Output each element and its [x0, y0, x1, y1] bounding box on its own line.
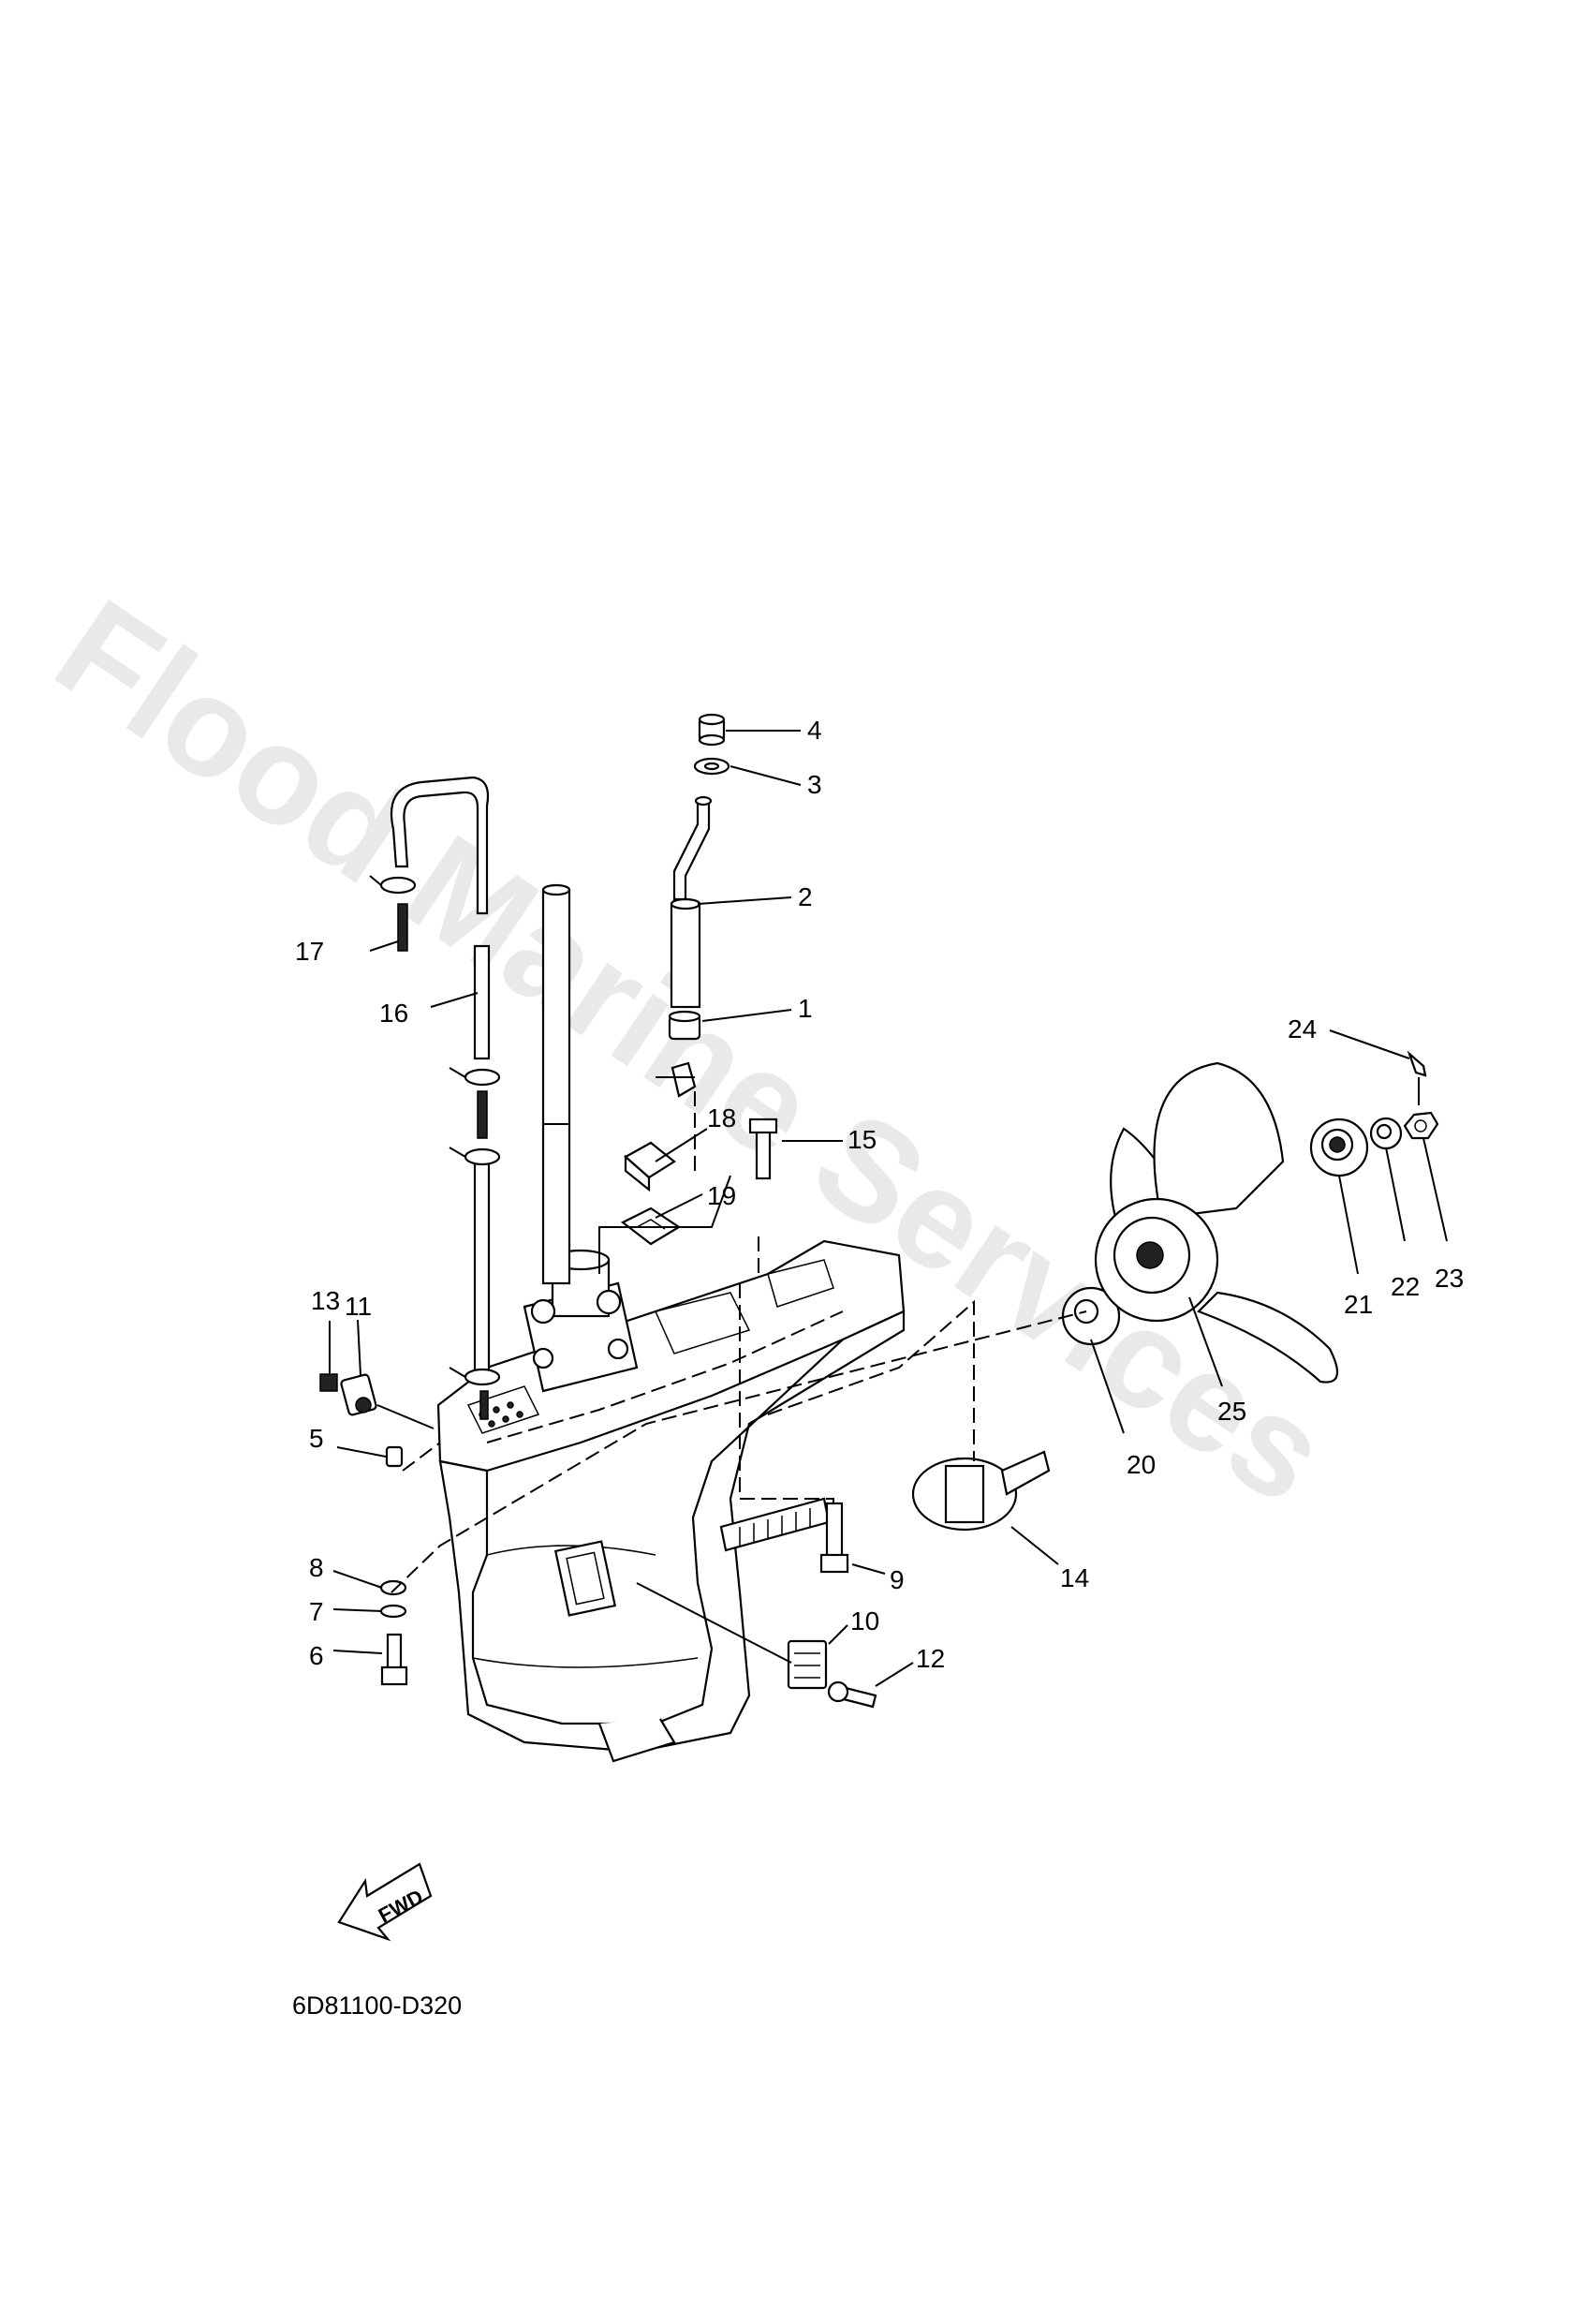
- hose-clamps: [369, 875, 501, 1420]
- callout-5: 5: [309, 1424, 324, 1453]
- callout-3: 3: [807, 770, 822, 799]
- water-hose: [390, 776, 491, 1384]
- callout-8: 8: [309, 1553, 324, 1582]
- water-pump-housing: [523, 1249, 639, 1393]
- callout-19: 19: [707, 1181, 736, 1210]
- callout-11: 11: [345, 1292, 372, 1321]
- callout-25: 25: [1217, 1397, 1246, 1426]
- callout-16: 16: [379, 999, 408, 1028]
- leader-lines: [329, 730, 1448, 1687]
- callout-14: 14: [1060, 1563, 1089, 1592]
- diagram-code: 6D81100-D320: [292, 1991, 462, 2020]
- lower-casing: [436, 1239, 906, 1763]
- callout-labels: 1 2 3 4 5 6 7 8 9 10 11 12 13 14 15 16 1…: [295, 716, 1464, 1673]
- fwd-direction-arrow: FWD: [337, 1862, 433, 1942]
- callout-18: 18: [707, 1103, 736, 1132]
- callout-15: 15: [847, 1125, 877, 1154]
- callout-1: 1: [798, 994, 813, 1023]
- callout-21: 21: [1344, 1290, 1373, 1319]
- callout-10: 10: [850, 1606, 879, 1636]
- callout-22: 22: [1391, 1272, 1420, 1301]
- callout-23: 23: [1435, 1264, 1464, 1293]
- callout-13: 13: [311, 1286, 340, 1315]
- callout-9: 9: [890, 1565, 905, 1594]
- callout-17: 17: [295, 937, 324, 966]
- propeller-assembly: [1061, 1050, 1439, 1384]
- fastener-parts: [319, 1118, 1051, 1709]
- callout-20: 20: [1127, 1450, 1156, 1479]
- water-tube-assembly: [668, 713, 730, 1098]
- drive-shaft: [541, 883, 571, 1285]
- callout-12: 12: [916, 1644, 945, 1673]
- callout-6: 6: [309, 1641, 324, 1670]
- callout-2: 2: [798, 882, 813, 911]
- callout-4: 4: [807, 716, 822, 745]
- assembly-guide-lines: [391, 1236, 1087, 1593]
- callout-7: 7: [309, 1597, 324, 1626]
- callout-24: 24: [1288, 1014, 1317, 1044]
